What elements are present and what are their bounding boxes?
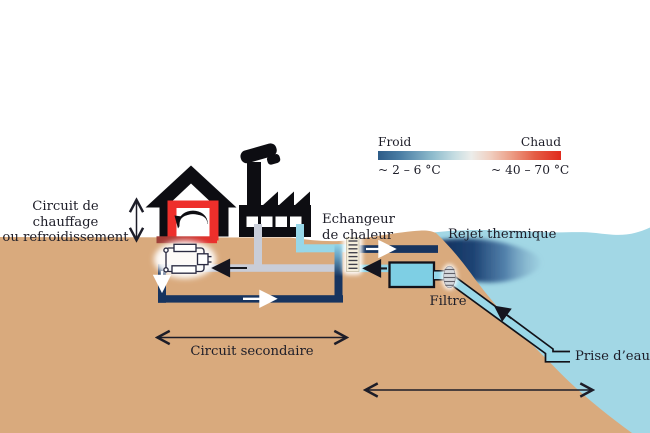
legend-cold-range: ~ 2 – 6 °C [378,163,441,177]
heat-exchanger-label: Echangeur de chaleur [322,212,395,243]
flow-arrows [152,239,397,308]
hot-connection-bar [156,236,217,244]
legend-cold-label: Froid [378,135,412,149]
riser-pipe [334,244,343,303]
door [179,214,208,237]
heat-exchanger-label-line1: Echangeur [322,212,395,227]
filter-label: Filtre [429,294,467,309]
water-intake-label: Prise d’eau [575,349,650,364]
extent-arrows [137,202,592,391]
factory-icon [239,143,311,237]
heat-exchanger-icon [342,233,363,275]
factory-supply-pipe-h [296,244,348,253]
filter-mesh-icon [441,264,458,290]
factory-supply-pipe-v [296,224,304,253]
legend-hot-range: ~ 40 – 70 °C [491,163,570,177]
heating-circuit-label-line2: ou refroidissement [2,230,129,246]
heat-exchanger-label-line2: de chaleur [322,227,393,243]
intake-pipe [443,271,570,363]
filter-box [388,261,448,289]
factory-return-pipe [254,224,262,272]
house-icon [145,165,237,241]
heat-pump-icon [154,240,216,279]
secondary-circuit-label: Circuit secondaire [190,344,314,359]
legend-hot-label: Chaud [520,135,561,149]
intake-flow-arrow [493,305,513,322]
thermal-discharge-label: Rejet thermique [448,227,557,242]
discharge-pipe [357,245,438,253]
heating-circuit-label-line1: Circuit de chauffage [32,199,99,230]
temperature-gradient-bar [378,151,561,160]
heating-circuit-label: Circuit de chauffage ou refroidissement [0,199,131,246]
return-pipe [158,264,343,272]
heating-loop [167,200,219,241]
